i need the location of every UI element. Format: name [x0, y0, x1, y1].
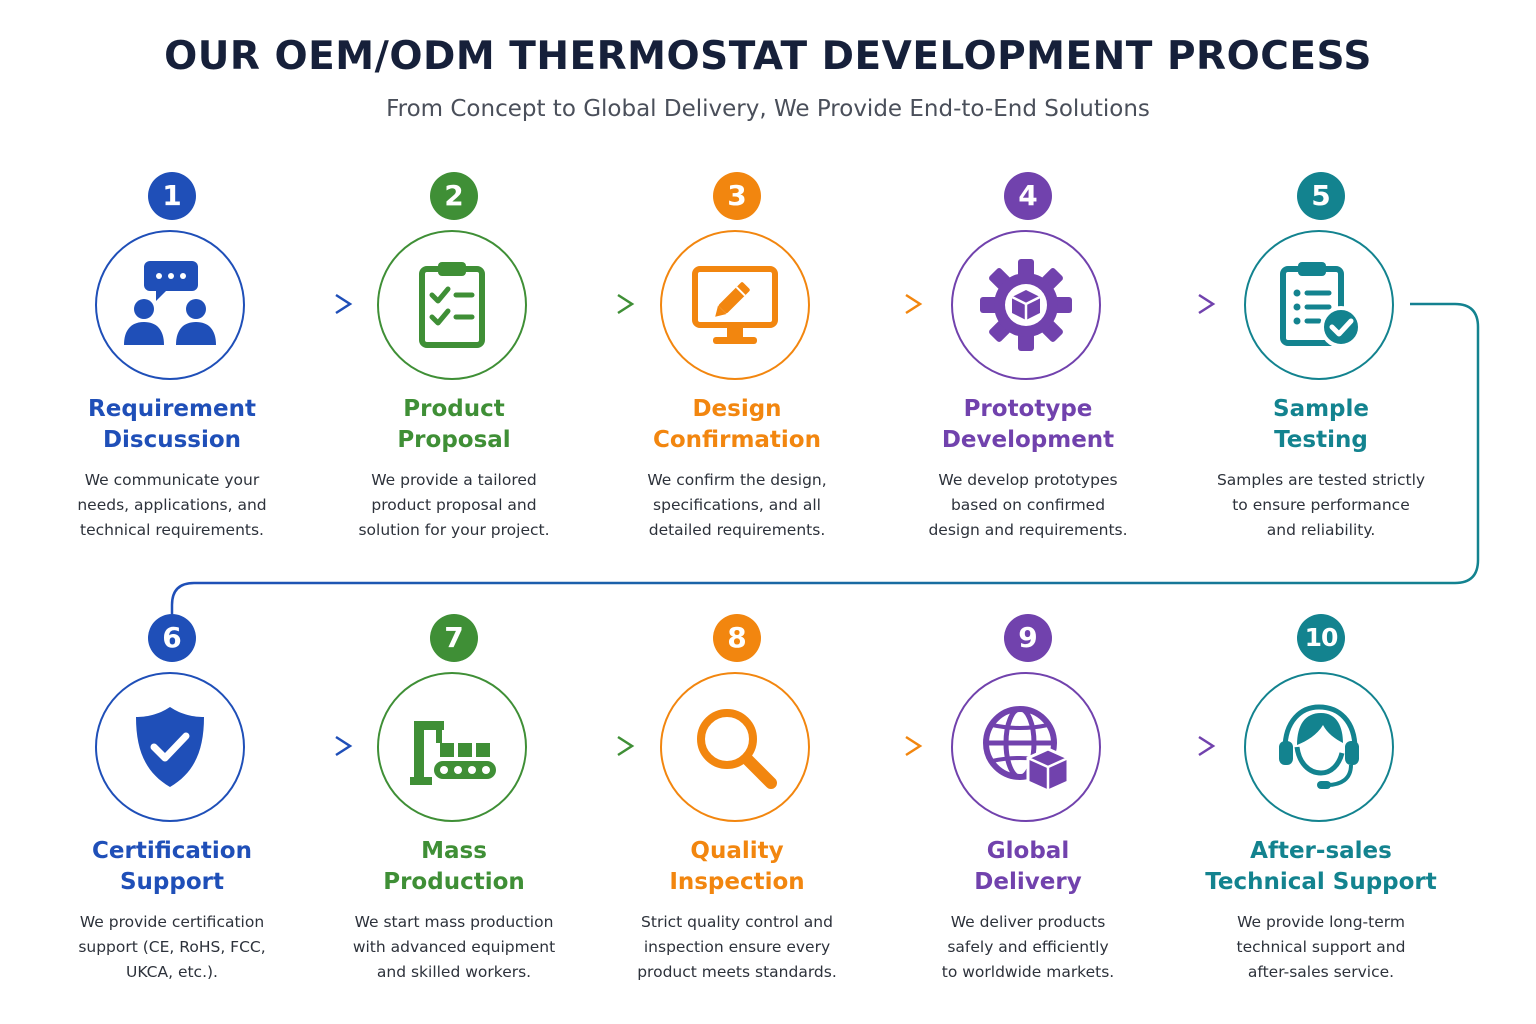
shield-check-icon [136, 707, 204, 787]
arrow-8-9 [835, 735, 923, 757]
step-number-badge: 8 [713, 614, 761, 662]
step-number-badge: 4 [1004, 172, 1052, 220]
headset-agent-icon [1279, 704, 1359, 789]
step-number-badge: 3 [713, 172, 761, 220]
step-icon-ring [95, 672, 245, 822]
step-icon-ring [951, 230, 1101, 380]
arrow-4-5 [1127, 293, 1216, 315]
page-subtitle: From Concept to Global Delivery, We Prov… [386, 96, 1150, 122]
step-icon-ring [951, 672, 1101, 822]
step-icon-ring [1244, 672, 1394, 822]
arrow-6-7 [268, 735, 353, 757]
step-number-badge: 1 [148, 172, 196, 220]
arrow-7-8 [550, 735, 635, 757]
gear-cube-icon [980, 259, 1072, 351]
step-icon-ring [660, 672, 810, 822]
step-icon-ring [377, 230, 527, 380]
step-number-badge: 10 [1297, 614, 1345, 662]
step-icon-ring [1244, 230, 1394, 380]
step-icon-ring [377, 672, 527, 822]
step-number-badge: 6 [148, 614, 196, 662]
step-description: We confirm the design,specifications, an… [647, 471, 827, 539]
step-number-badge: 7 [430, 614, 478, 662]
step-number-badge: 2 [430, 172, 478, 220]
globe-box-icon [983, 706, 1070, 793]
arrow-2-3 [550, 293, 635, 315]
arrow-1-2 [268, 293, 353, 315]
step-number-badge: 5 [1297, 172, 1345, 220]
clipboard-check-icon [1280, 262, 1362, 348]
row-wrap-connector [170, 302, 1480, 614]
magnifier-icon [697, 709, 777, 789]
factory-conveyor-icon [410, 721, 496, 785]
step-icon-ring [95, 230, 245, 380]
discussion-icon [124, 261, 216, 345]
monitor-pencil-icon [692, 266, 778, 344]
step-icon-ring [660, 230, 810, 380]
arrow-9-10 [1127, 735, 1216, 757]
page-title: OUR OEM/ODM THERMOSTAT DEVELOPMENT PROCE… [164, 34, 1372, 79]
arrow-3-4 [835, 293, 923, 315]
clipboard-checklist-icon [419, 262, 485, 348]
step-number-badge: 9 [1004, 614, 1052, 662]
